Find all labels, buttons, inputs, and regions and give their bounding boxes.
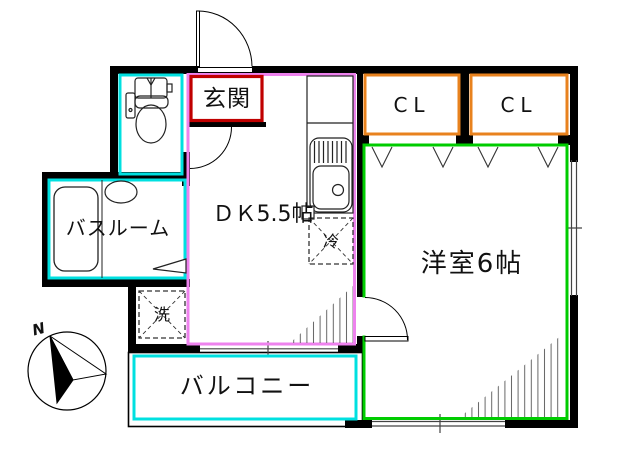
genkan-outline xyxy=(189,74,264,123)
kitchen-counter xyxy=(301,75,354,220)
bathroom-sink xyxy=(104,180,138,204)
washer-label: 洗 xyxy=(154,305,170,324)
closet-right-label: CL xyxy=(500,93,537,117)
closet-left-outline xyxy=(363,73,461,136)
closet-right-outline xyxy=(469,73,569,136)
dk-label: ＤＫ5.5帖 xyxy=(213,202,314,227)
western-room-outline xyxy=(362,143,569,420)
refrigerator-label: 冷 xyxy=(323,232,339,251)
hatch-dk-corner xyxy=(290,286,353,343)
compass-north-label: N xyxy=(30,319,47,340)
western-room-label: 洋室6帖 xyxy=(421,249,524,279)
balcony-outline xyxy=(132,354,358,421)
closet-door-marker-2 xyxy=(432,146,454,169)
toilet-room-outline xyxy=(118,73,184,176)
bathroom-door-marker xyxy=(152,258,187,274)
toilet-fixture xyxy=(125,77,173,144)
bathroom-label: バスルーム xyxy=(66,216,170,240)
washer-box xyxy=(138,290,186,339)
dk-room-outline xyxy=(186,73,356,346)
closet-door-markers xyxy=(371,146,559,169)
closet-door-marker-1 xyxy=(371,146,393,169)
window-east xyxy=(566,160,582,296)
entrance-threshold xyxy=(198,67,252,73)
compass-needle-black xyxy=(49,335,74,405)
compass: N xyxy=(27,319,108,411)
closet-door-marker-3 xyxy=(477,146,499,169)
sink-drain xyxy=(331,183,345,197)
kitchen-sink xyxy=(312,165,350,210)
refrigerator-box xyxy=(308,217,354,265)
balcony-outer-outline xyxy=(127,351,364,428)
compass-circle xyxy=(27,331,107,411)
bathroom-outline xyxy=(47,178,187,280)
entrance-door xyxy=(196,10,253,67)
genkan-label: 玄関 xyxy=(203,86,251,112)
western-room-door-opening xyxy=(356,297,368,336)
walls xyxy=(42,66,578,428)
western-room-door xyxy=(364,297,409,342)
closet-door-marker-4 xyxy=(537,146,559,169)
balcony-label: バルコニー xyxy=(180,372,315,400)
bathtub xyxy=(53,186,99,272)
hatch-western-corner xyxy=(460,334,563,417)
closet-left-label: CL xyxy=(393,93,430,117)
genkan-door-swing xyxy=(189,126,232,169)
